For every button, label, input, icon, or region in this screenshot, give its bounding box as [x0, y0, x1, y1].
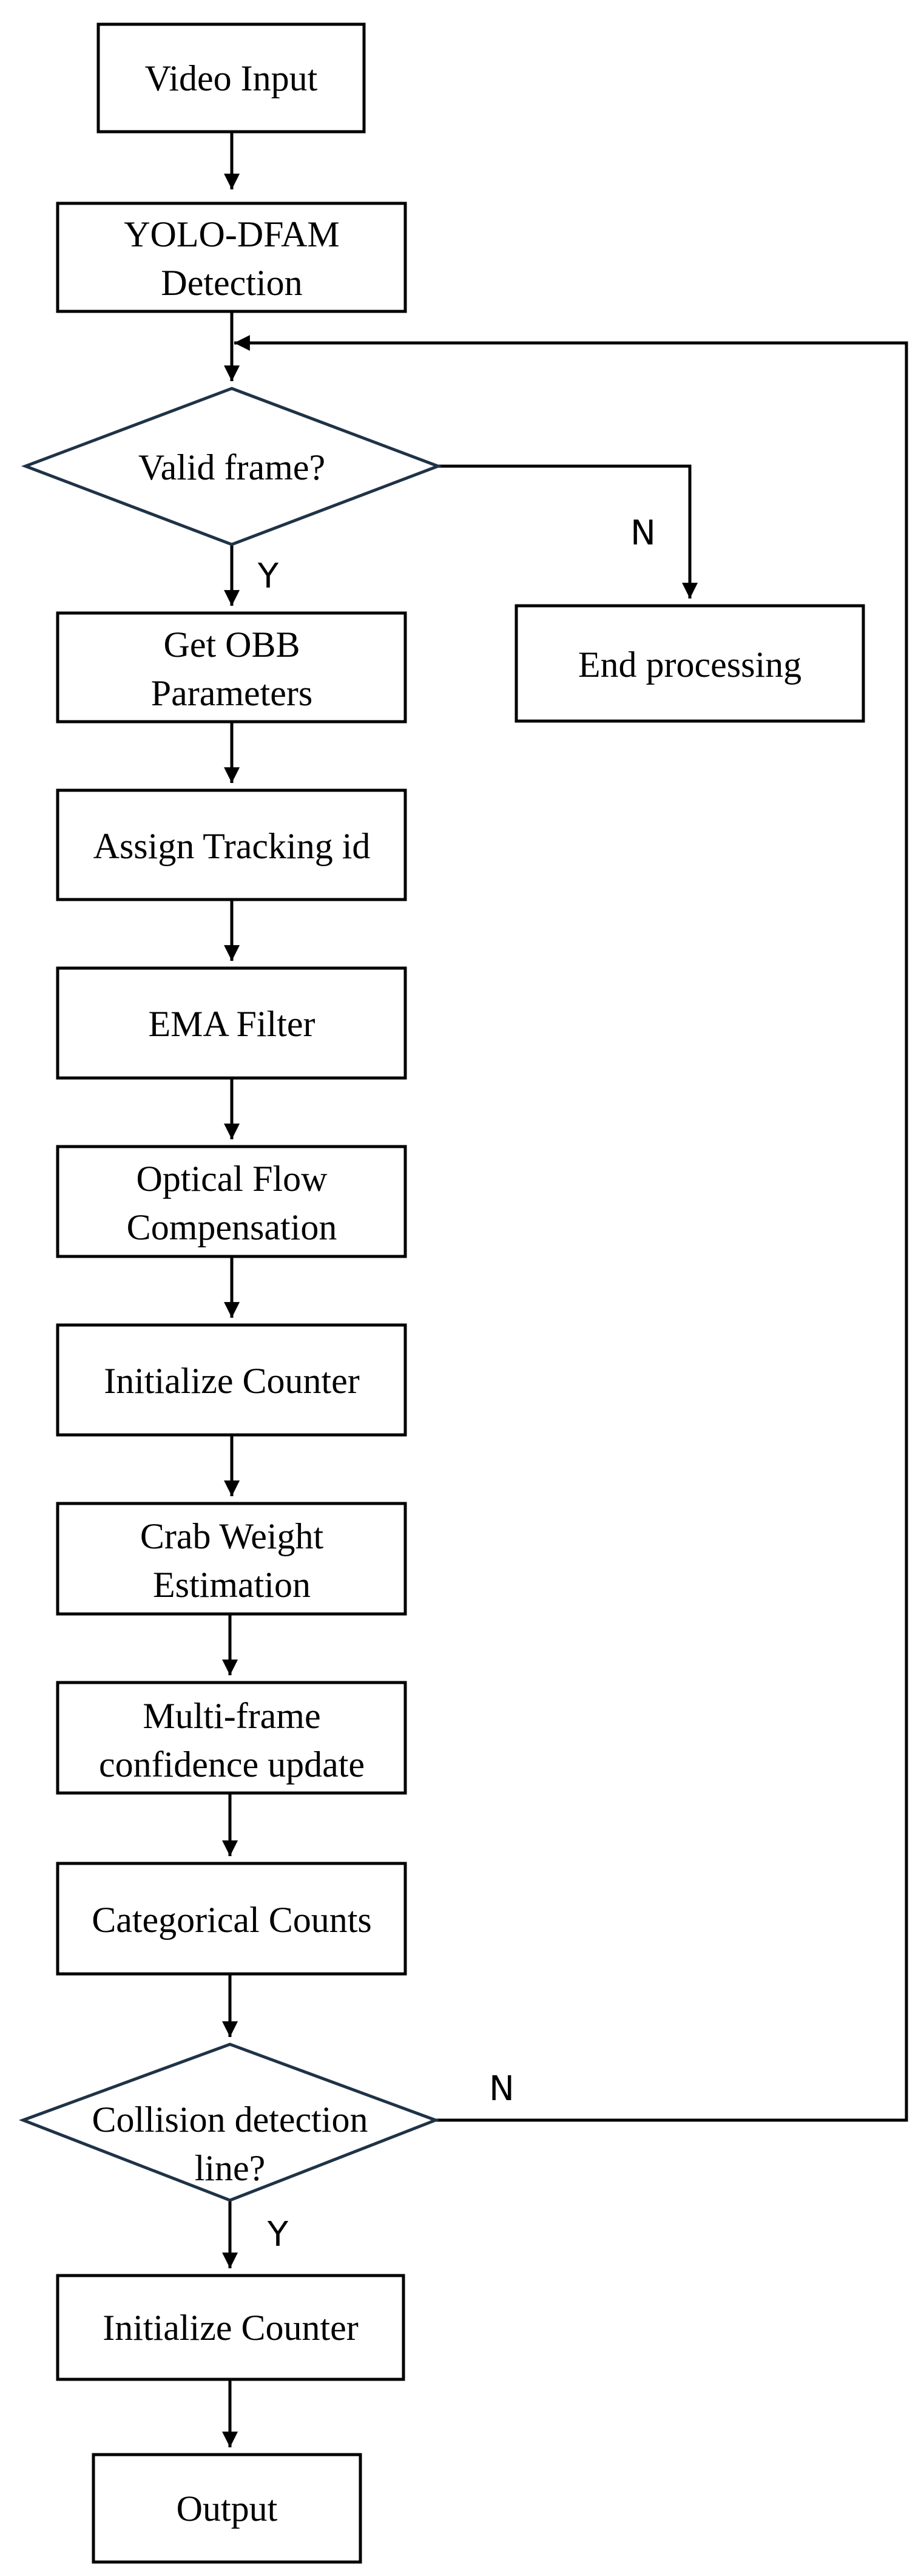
node-multi-frame-line2: confidence update [99, 1744, 365, 1785]
node-crab-weight: Crab Weight Estimation [56, 1502, 407, 1616]
node-video-input: Video Input [96, 22, 366, 134]
node-initialize-counter-2-label: Initialize Counter [103, 2308, 359, 2348]
decision-collision-detection: Collision detection line? [18, 2042, 440, 2202]
label-valid-no: N [630, 514, 656, 553]
node-assign-tracking: Assign Tracking id [56, 788, 407, 901]
node-yolo-detection-line2: Detection [161, 263, 302, 303]
decision-valid-frame-label: Valid frame? [138, 447, 325, 487]
node-yolo-detection-line1: YOLO-DFAM [124, 214, 340, 254]
node-output-label: Output [177, 2489, 278, 2529]
node-video-input-label: Video Input [145, 58, 318, 98]
node-optical-flow: Optical Flow Compensation [56, 1145, 407, 1258]
edge-collision-no-loopback [234, 335, 908, 2122]
node-multi-frame-line1: Multi-frame [143, 1696, 320, 1736]
node-end-processing: End processing [514, 604, 865, 723]
decision-collision-detection-line1: Collision detection [92, 2100, 368, 2140]
node-get-obb-line1: Get OBB [164, 625, 300, 665]
node-output: Output [92, 2453, 362, 2564]
edges [222, 132, 908, 2448]
node-optical-flow-line2: Compensation [127, 1207, 337, 1247]
node-get-obb-line2: Parameters [151, 673, 313, 713]
node-ema-filter: EMA Filter [56, 966, 407, 1080]
node-initialize-counter-1-label: Initialize Counter [104, 1361, 360, 1401]
node-categorical-counts: Categorical Counts [56, 1862, 407, 1976]
node-optical-flow-line1: Optical Flow [137, 1159, 328, 1199]
node-ema-filter-label: EMA Filter [148, 1004, 315, 1044]
node-categorical-counts-label: Categorical Counts [92, 1900, 372, 1940]
label-collision-yes: Y [267, 2215, 289, 2254]
decision-collision-detection-line2: line? [195, 2148, 266, 2188]
node-yolo-detection: YOLO-DFAM Detection [56, 202, 407, 313]
edge-valid-no-to-end [438, 464, 698, 599]
node-assign-tracking-label: Assign Tracking id [93, 826, 371, 866]
node-crab-weight-line2: Estimation [153, 1565, 311, 1605]
node-initialize-counter-2: Initialize Counter [56, 2274, 405, 2381]
node-multi-frame: Multi-frame confidence update [56, 1681, 407, 1795]
node-crab-weight-line1: Crab Weight [140, 1516, 324, 1556]
node-end-processing-label: End processing [578, 645, 801, 685]
node-initialize-counter-1: Initialize Counter [56, 1323, 407, 1437]
label-valid-yes: Y [257, 557, 279, 596]
label-collision-no: N [489, 2069, 514, 2109]
node-get-obb: Get OBB Parameters [56, 611, 407, 724]
decision-valid-frame: Valid frame? [21, 387, 443, 546]
